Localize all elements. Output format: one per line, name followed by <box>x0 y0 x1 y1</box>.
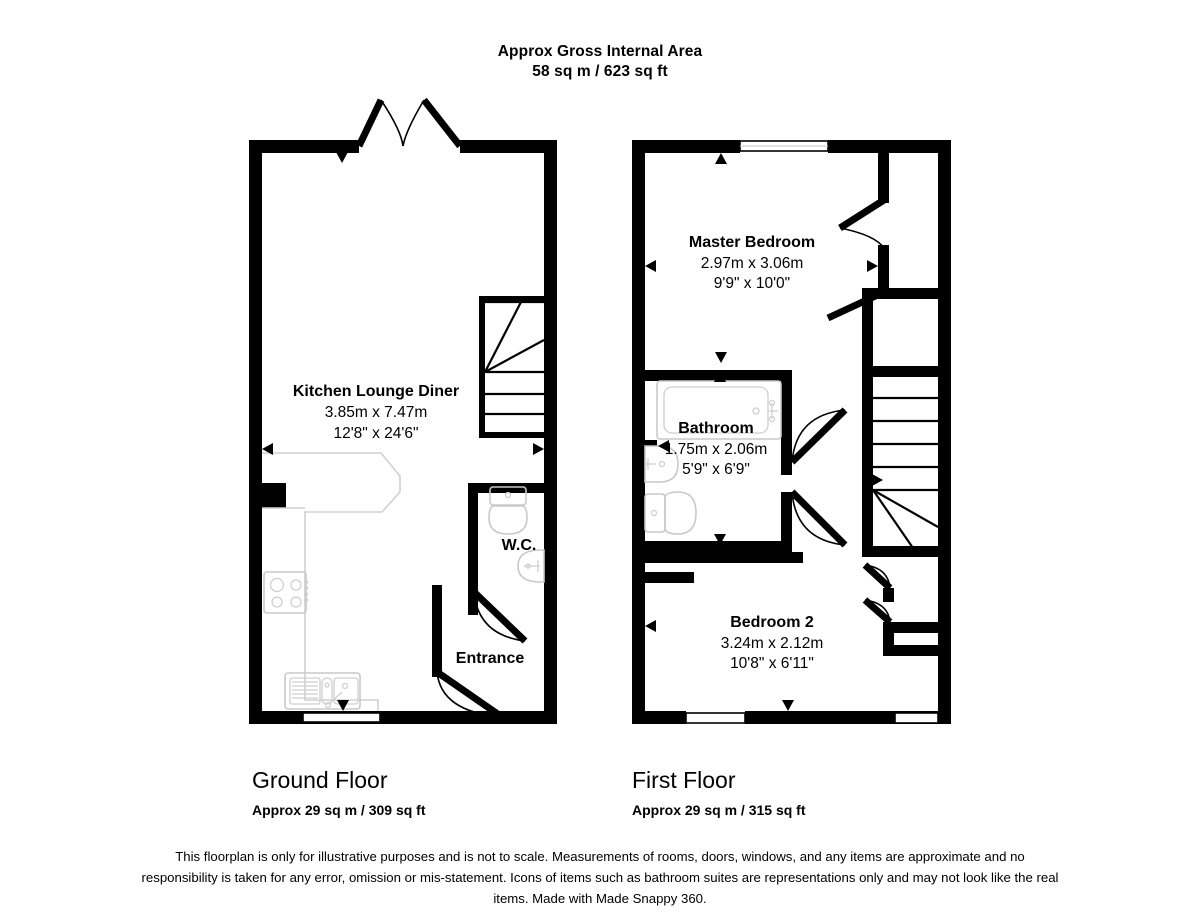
stairs-first-icon <box>872 396 939 549</box>
toilet-icon-bathroom <box>644 491 697 535</box>
landing-walls <box>862 153 951 557</box>
window-master-bedroom <box>739 140 829 152</box>
room-label-master-bedroom: Master Bedroom <box>689 234 815 251</box>
kitchen-counter <box>262 452 401 711</box>
bedroom2-walls <box>632 552 803 583</box>
master-bedroom-door-upper <box>838 197 886 249</box>
room-label-bathroom: Bathroom <box>678 420 754 437</box>
entrance-door <box>435 669 504 720</box>
wc-walls <box>468 483 544 615</box>
window-kitchen <box>302 712 381 723</box>
room-label-wc: W.C. <box>502 537 537 554</box>
window-bedroom2-left <box>685 712 746 724</box>
room-dim-imperial-bathroom: 5'9" x 6'9" <box>682 461 750 478</box>
first-floor-title: First Floor <box>632 767 736 793</box>
ground-floor-area: Approx 29 sq m / 309 sq ft <box>252 802 426 818</box>
ground-floor-title: Ground Floor <box>252 767 388 793</box>
ground-floor-caption: Ground Floor Approx 29 sq m / 309 sq ft <box>252 766 426 820</box>
landing-door-lower <box>789 489 848 548</box>
gross-area-value: 58 sq m / 623 sq ft <box>532 63 668 80</box>
bedroom2-door <box>862 562 938 656</box>
disclaimer-text: This floorplan is only for illustrative … <box>141 849 1059 906</box>
room-label-bedroom2: Bedroom 2 <box>730 614 814 631</box>
hob-icon <box>263 571 309 614</box>
room-dim-metric-master: 2.97m x 3.06m <box>701 255 804 272</box>
stairs-ground-icon <box>479 296 545 438</box>
french-doors-ground <box>355 97 463 149</box>
first-room-labels: Master Bedroom 2.97m x 3.06m 9'9" x 10'0… <box>665 234 824 672</box>
gross-area-title: Approx Gross Internal Area <box>497 43 703 60</box>
wc-door <box>471 589 528 644</box>
room-dim-metric-bedroom2: 3.24m x 2.12m <box>721 635 824 652</box>
first-floor-plan: Master Bedroom 2.97m x 3.06m 9'9" x 10'0… <box>632 140 951 724</box>
ground-floor-plan: Kitchen Lounge Diner 3.85m x 7.47m 12'8"… <box>249 97 557 724</box>
room-dim-metric-kitchen: 3.85m x 7.47m <box>325 404 428 421</box>
toilet-icon-wc <box>488 486 528 535</box>
window-bedroom2-right <box>894 712 939 724</box>
room-dim-metric-bathroom: 1.75m x 2.06m <box>665 441 768 458</box>
sink-icon <box>284 672 361 710</box>
entrance-walls <box>432 585 442 677</box>
direction-markers-ground <box>262 152 544 711</box>
master-bedroom-door-lower <box>826 288 886 322</box>
direction-markers-first <box>645 153 883 711</box>
room-dim-imperial-bedroom2: 10'8" x 6'11" <box>730 655 814 672</box>
first-floor-caption: First Floor Approx 29 sq m / 315 sq ft <box>632 766 806 820</box>
gross-area-header: Approx Gross Internal Area 58 sq m / 623… <box>0 42 1200 82</box>
room-label-kitchen-lounge-diner: Kitchen Lounge Diner <box>293 383 459 400</box>
room-dim-imperial-kitchen: 12'8" x 24'6" <box>333 425 418 442</box>
bathroom-door <box>789 407 848 465</box>
basin-icon-wc <box>517 549 545 583</box>
ground-room-labels: Kitchen Lounge Diner 3.85m x 7.47m 12'8"… <box>293 383 536 667</box>
first-floor-area: Approx 29 sq m / 315 sq ft <box>632 802 806 818</box>
room-label-entrance: Entrance <box>456 650 525 667</box>
room-dim-imperial-master: 9'9" x 10'0" <box>714 275 790 292</box>
